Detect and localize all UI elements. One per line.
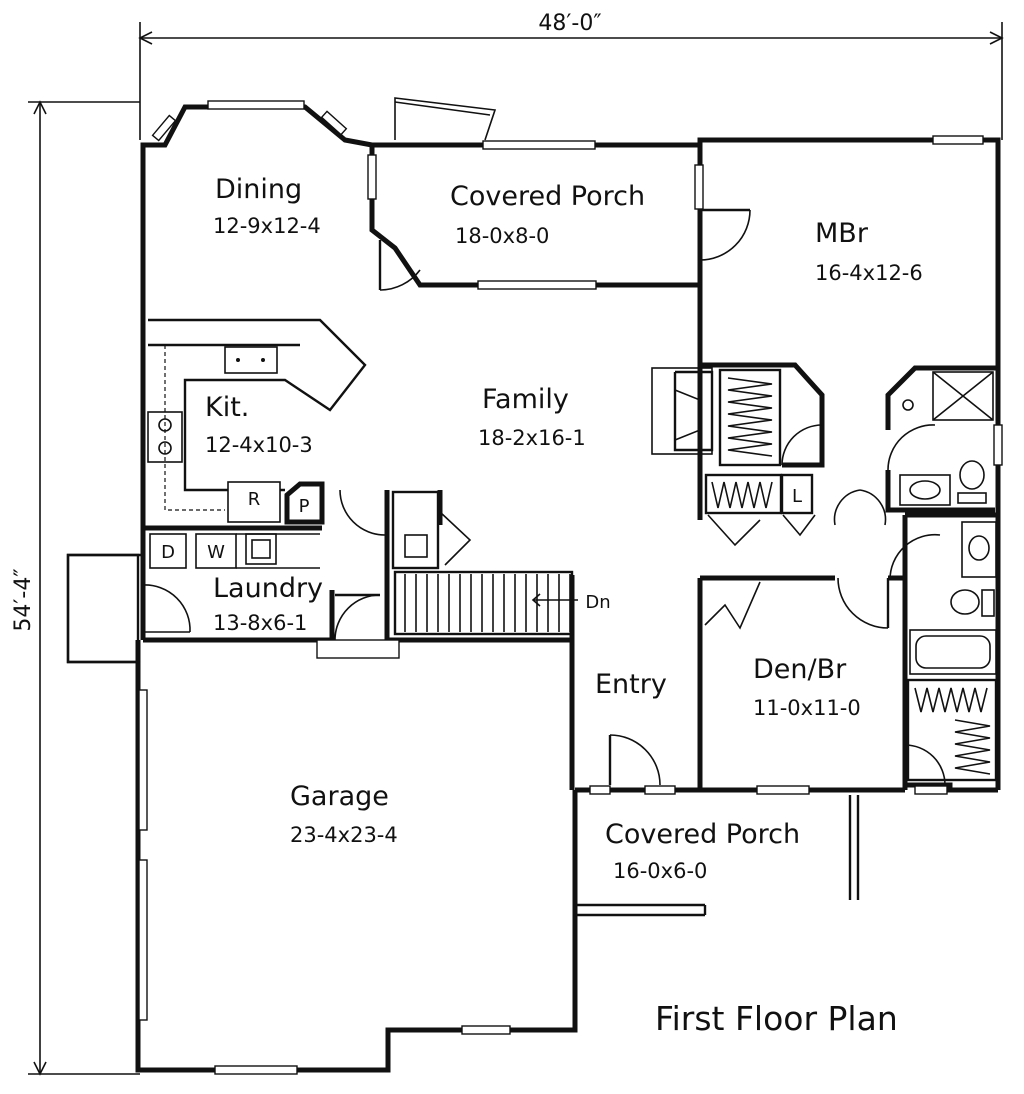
- kitchen-size: 12-4x10-3: [205, 433, 313, 457]
- washer: [195, 533, 237, 569]
- overall-width-label: 48′-0″: [538, 11, 601, 36]
- fireplace: [651, 367, 714, 455]
- dryer: [149, 533, 187, 569]
- refrigerator: [227, 481, 281, 523]
- front-porch-size: 16-0x6-0: [613, 859, 707, 883]
- laundry-sink: [245, 533, 277, 565]
- family-size: 18-2x16-1: [478, 426, 586, 450]
- entry-label: Entry: [595, 669, 667, 700]
- rear-porch-label: Covered Porch: [450, 181, 645, 212]
- closet-hanging-rod: [727, 377, 773, 457]
- vanity-sink-2: [961, 521, 997, 578]
- overall-depth-label: 54′-4″: [11, 568, 36, 631]
- kitchen-label: Kit.: [205, 392, 249, 423]
- closet-hanging-rod: [914, 687, 988, 713]
- laundry-fixtures: D W: [149, 533, 320, 569]
- rear-porch-size: 18-0x8-0: [455, 224, 549, 248]
- dryer-label: D: [161, 542, 175, 563]
- kitchen-counters: R P: [147, 318, 367, 525]
- plan-title: First Floor Plan: [655, 999, 898, 1038]
- den-bedroom-size: 11-0x11-0: [753, 696, 861, 720]
- master-bedroom-size: 16-4x12-6: [815, 261, 923, 285]
- pantry-label: P: [299, 496, 310, 517]
- room-labels: Dining 12-9x12-4 Covered Porch 18-0x8-0 …: [205, 174, 923, 883]
- laundry-size: 13-8x6-1: [213, 611, 307, 635]
- stairs-down: Dn: [391, 490, 611, 636]
- washer-label: W: [207, 542, 225, 563]
- garage-label: Garage: [290, 781, 389, 812]
- toilet-master: [959, 460, 985, 490]
- laundry-label: Laundry: [213, 573, 323, 604]
- doors: [141, 97, 946, 786]
- closet-hanging-rod: [954, 719, 991, 775]
- interior-walls: [66, 145, 998, 790]
- closets: L: [704, 368, 998, 782]
- bathtub: [909, 629, 997, 675]
- closet-hanging-rod: [711, 481, 773, 509]
- den-bedroom-label: Den/Br: [753, 654, 847, 685]
- garage-size: 23-4x23-4: [290, 823, 398, 847]
- bath-fixtures: [899, 371, 997, 675]
- width-dimension-line: 48′-0″: [138, 11, 1004, 140]
- windows: [138, 100, 1003, 1075]
- pantry: [284, 481, 325, 525]
- dining-size: 12-9x12-4: [213, 214, 321, 238]
- dining-label: Dining: [215, 174, 302, 205]
- refrigerator-label: R: [248, 489, 261, 510]
- family-label: Family: [482, 384, 569, 415]
- vanity-sink: [899, 474, 951, 506]
- toilet-hall: [950, 589, 980, 615]
- linen-closet-label: L: [792, 486, 802, 507]
- master-bedroom-label: MBr: [815, 218, 869, 249]
- depth-dimension-line: 54′-4″: [11, 100, 140, 1076]
- front-porch-label: Covered Porch: [605, 819, 800, 850]
- stair-down-label: Dn: [585, 592, 610, 613]
